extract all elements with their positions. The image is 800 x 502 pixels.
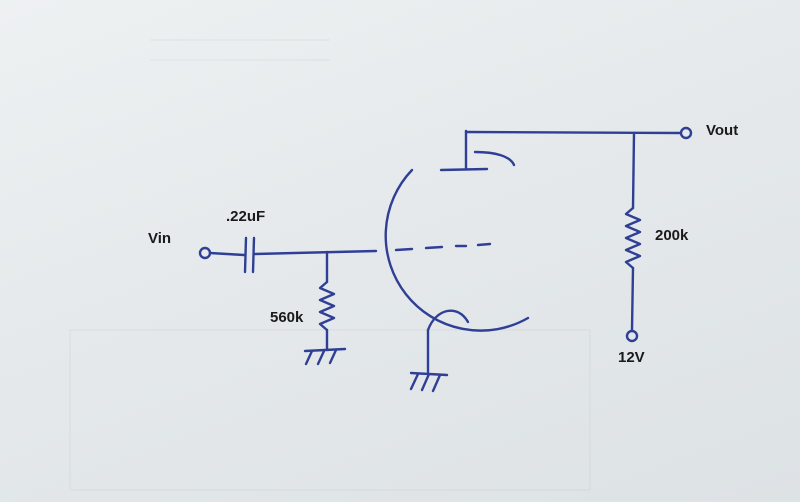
output-label: Vout	[706, 122, 739, 139]
supply-voltage-label: 12V	[618, 349, 645, 366]
supply-terminal	[625, 329, 639, 343]
tube-envelope-top	[473, 150, 516, 167]
grid-ground-symbol	[303, 347, 347, 366]
input-terminal	[198, 246, 212, 260]
tube-grid	[394, 242, 492, 252]
tube-plate	[439, 129, 489, 172]
cathode-ground-symbol	[409, 371, 449, 393]
input-wire	[208, 251, 246, 257]
coupling-capacitor-symbol	[243, 236, 256, 274]
grid-wire	[253, 249, 378, 256]
plate-resistor-symbol	[624, 131, 642, 332]
tube-cathode	[426, 309, 470, 374]
output-wire	[464, 130, 682, 135]
output-terminal	[679, 126, 693, 140]
paper-background-marks	[69, 39, 591, 491]
tube-envelope	[384, 168, 530, 332]
grid-resistor-value-label: 560k	[270, 309, 304, 326]
capacitor-value-label: .22uF	[226, 208, 266, 225]
grid-resistor-symbol	[318, 250, 336, 352]
input-label: Vin	[148, 230, 172, 247]
plate-resistor-value-label: 200k	[655, 227, 689, 244]
